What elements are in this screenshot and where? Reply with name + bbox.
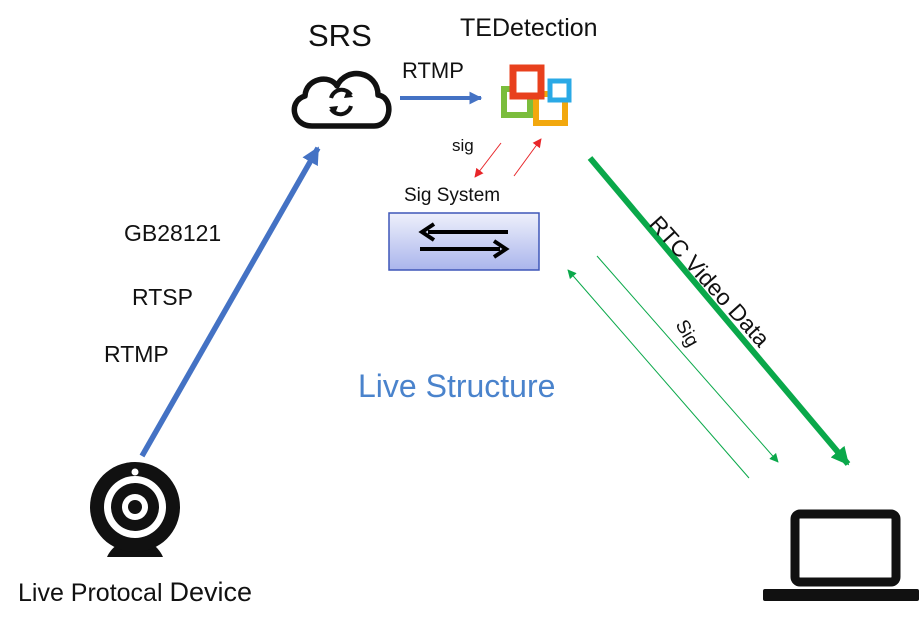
swap-arrows-icon [418, 222, 510, 259]
srs-label: SRS [308, 18, 372, 53]
tedetection-label: TEDetection [460, 14, 598, 42]
device-label-part1: Live Protocal [18, 579, 170, 607]
diagram-title: Live Structure [358, 368, 556, 404]
webcam-icon [90, 462, 180, 557]
device-label: Live Protocal Device [18, 579, 252, 606]
sig-arrow-to-laptop [596, 255, 779, 463]
device-label-part2: Device [169, 577, 252, 607]
gb28121-protocol-label: GB28121 [124, 220, 222, 246]
rtsp-protocol-label: RTSP [132, 284, 193, 310]
sig-arrow-to-sig-system [567, 269, 750, 479]
sig-arrow-to-tedetection-red [513, 138, 542, 177]
sig-arrow-to-sig-system-red [474, 142, 502, 178]
rtmp-protocol-label: RTMP [104, 341, 169, 367]
rtmp-edge-label: RTMP [402, 58, 464, 83]
laptop-icon [763, 509, 919, 601]
tedetection-logo-icon [501, 64, 572, 126]
protocol-arrow-device-to-srs [139, 146, 321, 458]
cloud-sync-icon [291, 70, 392, 129]
sig-edge-label: sig [452, 136, 474, 155]
sig-system-box [388, 212, 540, 271]
sig-system-label: Sig System [404, 185, 501, 206]
rtc-video-data-arrow [587, 156, 851, 466]
